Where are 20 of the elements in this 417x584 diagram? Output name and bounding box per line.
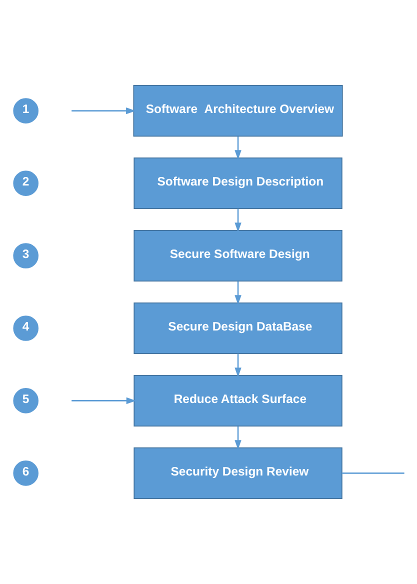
- node-circle: 5: [10, 385, 42, 416]
- node-circle: 3: [10, 240, 42, 272]
- arrow: [234, 426, 242, 450]
- arrow: [234, 136, 242, 160]
- node-box: Reduce Attack Surface: [134, 374, 342, 426]
- arrow: [234, 354, 242, 378]
- arrow: [234, 281, 242, 305]
- node-circle: 1: [10, 96, 42, 126]
- node-box: Secure Software Design: [134, 230, 342, 282]
- node-circle: 4: [10, 312, 42, 344]
- node-box: Software Design Description: [134, 158, 342, 210]
- arrow: [72, 107, 136, 114]
- node-box: Secure Design DataBase: [134, 302, 342, 354]
- arrow: [234, 208, 242, 232]
- node-box: Software Architecture Overview: [133, 85, 343, 137]
- node-circle: 6: [10, 458, 42, 488]
- node-box: Security Design Review: [134, 447, 342, 499]
- node-circle: 2: [10, 168, 42, 199]
- arrow: [72, 397, 136, 404]
- connector: [342, 472, 404, 474]
